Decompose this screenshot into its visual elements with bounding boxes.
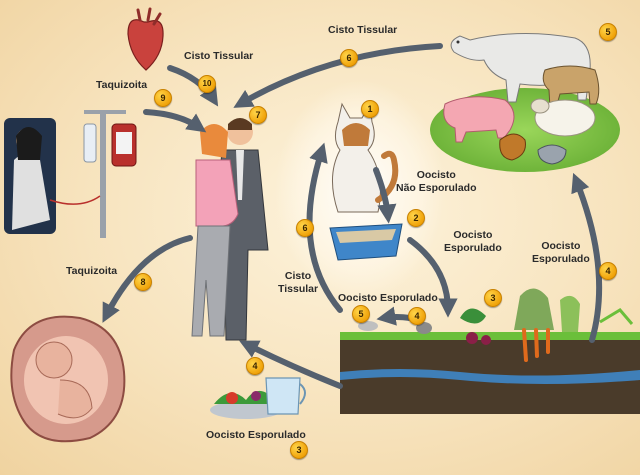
step-badge-5-soil: 5 — [352, 305, 370, 323]
pregnant-woman-and-man-illustration — [191, 118, 269, 341]
step-badge-1: 1 — [361, 100, 379, 118]
step-badge-9: 9 — [154, 89, 172, 107]
label-oocisto-esporulado-far: Oocisto Esporulado — [532, 240, 590, 266]
arrow-soil-to-food — [239, 340, 343, 389]
arrow-litter-to-soil — [407, 237, 458, 318]
label-oocisto-esporulado-soil: Oocisto Esporulado — [338, 292, 438, 304]
label-taquizoita-top: Taquizoita — [96, 79, 148, 91]
arrow-mouse-to-cat — [306, 142, 343, 313]
step-badge-10: 10 — [198, 75, 216, 93]
life-cycle-arrows — [102, 43, 603, 389]
patient-transfusion-illustration — [4, 110, 137, 238]
soil-cross-section — [340, 288, 640, 414]
step-badge-2: 2 — [407, 209, 425, 227]
label-oocisto-esporulado-right: Oocisto Esporulado — [444, 229, 502, 255]
step-badge-4-bottom: 4 — [246, 357, 264, 375]
step-badge-8: 8 — [134, 273, 152, 291]
arrow-heart-to-human — [167, 65, 219, 107]
step-badge-3-soil: 3 — [484, 289, 502, 307]
food-and-water-illustration — [210, 377, 306, 419]
label-oocisto-nao-esporulado: Oocisto Não Esporulado — [396, 169, 477, 195]
arrow-animals-to-human — [233, 43, 443, 108]
label-cisto-tissular-left: Cisto Tissular — [278, 270, 319, 296]
step-badge-3-bottom: 3 — [290, 441, 308, 459]
step-badge-4-far: 4 — [599, 262, 617, 280]
step-badge-4-soil: 4 — [408, 307, 426, 325]
arrow-transfusion-to-human — [143, 109, 207, 133]
step-badge-6-left: 6 — [296, 219, 314, 237]
farm-animals-illustration — [430, 32, 620, 172]
arrow-human-to-fetus — [102, 235, 193, 323]
litter-box-illustration — [329, 223, 403, 261]
label-oocisto-esporulado-bottom: Oocisto Esporulado — [206, 429, 306, 441]
fetus-in-uterus-illustration — [10, 315, 126, 443]
arrow-cat-to-litter — [373, 167, 397, 224]
label-taquizoita-left: Taquizoita — [66, 265, 118, 277]
arrow-soil-to-animals — [571, 172, 603, 343]
label-cisto-tissular-heart: Cisto Tissular — [184, 50, 254, 62]
heart-illustration — [127, 7, 164, 71]
step-badge-6-top: 6 — [340, 49, 358, 67]
step-badge-7: 7 — [249, 106, 267, 124]
arrow-soil-to-mouse — [376, 306, 413, 326]
step-badge-5-animals: 5 — [599, 23, 617, 41]
label-cisto-tissular-top: Cisto Tissular — [328, 24, 398, 36]
